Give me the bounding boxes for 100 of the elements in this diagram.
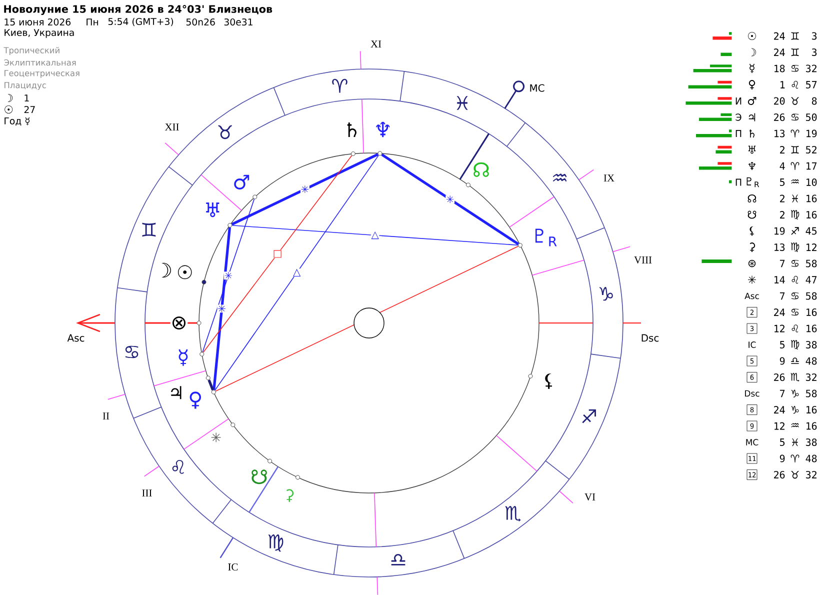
aspect-line — [208, 380, 214, 390]
aspect-line — [231, 153, 378, 226]
planet-glyph: ☿ — [178, 349, 188, 366]
planet-glyph: ☉ — [748, 32, 756, 40]
sign-glyph: ♏ — [790, 372, 800, 382]
planet-glyph: ♂ — [234, 174, 250, 190]
planet-glyph: ☊ — [474, 162, 489, 177]
date-text: 15 июня 2026 — [4, 18, 71, 26]
aspect-point — [350, 151, 356, 156]
sign-glyph: ♑ — [791, 406, 799, 414]
weekday-text: Пн — [86, 18, 98, 26]
planet-glyph: ⚳ — [750, 242, 756, 252]
sign-glyph: ♋ — [791, 308, 798, 316]
sign-glyph: ♌ — [792, 324, 798, 332]
minute-value: 12 — [806, 244, 816, 251]
sign-glyph: ♋ — [791, 260, 798, 267]
house-numeral: XI — [370, 40, 382, 48]
aspect-line — [202, 155, 352, 353]
minute-value: 16 — [806, 194, 817, 202]
axis-label: Asc — [67, 334, 84, 342]
minute-value: 38 — [806, 340, 817, 348]
degree-value: 24 — [774, 406, 785, 414]
sign-glyph: ♈ — [790, 130, 800, 138]
minute-value: 16 — [806, 210, 817, 219]
setting-text: Плацидус — [4, 82, 46, 90]
planet-glyph: ⚳ — [286, 489, 294, 502]
degree-value: 7 — [780, 260, 785, 268]
aspect-point — [466, 182, 470, 188]
degree-value: 9 — [780, 357, 785, 365]
planet-glyph: ✳ — [211, 432, 221, 442]
minute-value: 3 — [812, 32, 817, 40]
coordinate-text: 50n26 — [186, 18, 215, 26]
sign-glyph: ♌ — [792, 276, 798, 284]
axis-label: MC — [746, 439, 758, 446]
minute-value: 45 — [806, 227, 816, 235]
minute-value: 32 — [806, 373, 816, 381]
zodiac-sign: ♏ — [505, 506, 521, 522]
aspect-point — [230, 422, 236, 428]
house-numeral: XII — [164, 124, 179, 130]
sign-glyph: ♋ — [791, 114, 798, 120]
axis-label: IC — [748, 342, 756, 348]
axis-label: Dsc — [642, 334, 659, 342]
degree-value: 5 — [780, 438, 784, 446]
aspect-line — [202, 198, 255, 352]
minute-value: 10 — [806, 178, 817, 186]
minute-value: 19 — [806, 130, 817, 138]
zodiac-sign: ♊ — [142, 222, 156, 237]
zodiac-sign: ♈ — [332, 78, 348, 93]
aspect-point — [296, 475, 300, 480]
zodiac-sign: ♍ — [268, 534, 284, 552]
degree-value: 14 — [774, 276, 785, 284]
degree-value: 2 — [780, 194, 784, 202]
sun-glyph: ☉ — [4, 106, 13, 114]
aspect-line — [232, 225, 518, 246]
aspect-point — [528, 374, 533, 378]
planet-glyph: ♀ — [190, 392, 201, 409]
axis-label: MC — [530, 84, 544, 92]
status-letter: П — [736, 178, 742, 186]
coordinate-text: 30e31 — [224, 18, 252, 26]
sign-glyph: ♒ — [791, 422, 799, 428]
axis-label: IC — [228, 563, 238, 571]
sign-glyph: ♈ — [790, 162, 800, 170]
aspect-point — [211, 390, 216, 394]
minute-value: 47 — [806, 276, 817, 284]
chart-title: Новолуние 15 июня 2026 в 24°03' Близнецов — [4, 5, 272, 15]
minute-value: 58 — [806, 260, 817, 268]
sign-glyph: ♈ — [790, 454, 800, 462]
zodiac-sign: ♋ — [125, 346, 138, 358]
aspect-line — [214, 154, 380, 391]
planet-glyph: ☋ — [748, 210, 756, 219]
degree-value: 5 — [780, 341, 784, 348]
place-text: Киев, Украина — [4, 29, 74, 38]
degree-value: 2 — [780, 146, 784, 154]
house-numeral: III — [142, 490, 152, 496]
degree-value: 26 — [774, 470, 785, 478]
minute-value: 32 — [806, 64, 816, 72]
planet-glyph: ☽ — [751, 48, 756, 56]
planet-glyph: ♇$_{R}$ — [746, 177, 760, 188]
sign-glyph: ♌ — [792, 80, 798, 89]
planet-glyph: ☽ — [162, 262, 171, 278]
aspect-point — [202, 280, 206, 284]
planet-glyph: ☿ — [750, 64, 754, 74]
aspect-point — [268, 458, 272, 464]
sign-glyph: ♍ — [790, 210, 800, 220]
planet-glyph: ♂ — [748, 96, 756, 106]
planet-glyph: ♃ — [171, 386, 182, 400]
degree-value: 24 — [774, 308, 785, 316]
zodiac-sign: ♌ — [172, 460, 184, 474]
sign-glyph: ♊ — [791, 32, 799, 40]
planet-glyph: ☉ — [178, 265, 192, 280]
planet-glyph: ☊ — [748, 194, 756, 202]
degree-value: 4 — [780, 162, 785, 170]
planet-glyph: ⊗ — [170, 316, 188, 330]
degree-value: 13 — [774, 243, 785, 251]
setting-text: Тропический — [4, 47, 60, 55]
aspect-point — [378, 151, 382, 156]
planet-glyph: ♅ — [206, 202, 220, 218]
minute-value: 8 — [812, 97, 817, 105]
zodiac-sign: ♐ — [582, 409, 596, 424]
zodiac-sign: ♎ — [391, 554, 406, 566]
